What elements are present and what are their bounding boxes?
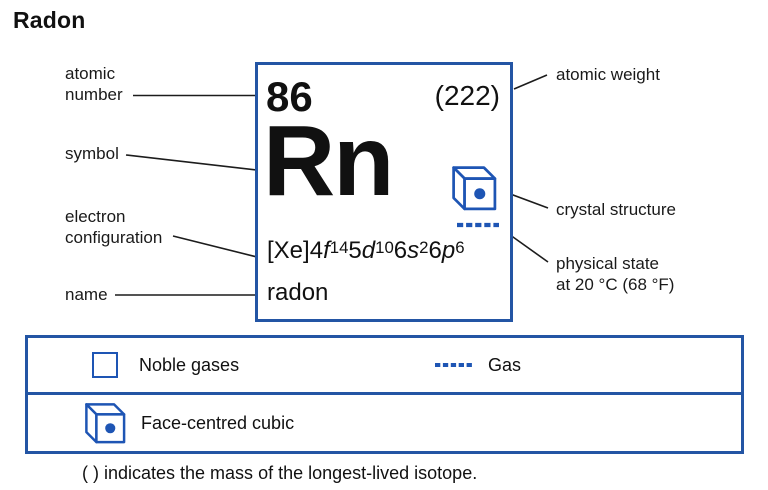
name-label: name [65, 285, 108, 304]
noble-gases-label: Noble gases [139, 354, 240, 375]
element-symbol: Rn [263, 105, 394, 217]
legend: Noble gases Gas Face-centred [25, 335, 744, 454]
atomic-number-label: atomic number [65, 64, 123, 104]
physical-state-label: physical state at 20 °C (68 °F) [556, 254, 675, 294]
isotope-mass-note: ( ) indicates the mass of the longest-li… [82, 463, 478, 483]
atomic-weight-line [513, 74, 548, 90]
legend-row-category: Noble gases Gas [28, 338, 741, 395]
electron-configuration-value: [Xe]4f145d106s26p6 [267, 237, 465, 264]
symbol-label: symbol [65, 144, 119, 163]
crystal-structure-label: crystal structure [556, 200, 676, 219]
atomic-weight-value: (222) [434, 80, 500, 111]
atomic-weight-label: atomic weight [556, 65, 660, 84]
gas-state-dashes-icon [457, 222, 499, 228]
electron-configuration-line [172, 235, 258, 258]
atomic-number-value: 86 [266, 73, 313, 120]
gas-dashes-icon [435, 363, 472, 367]
element-card: 86 (222) Rn [Xe]4f145d106s26p6 radon [255, 62, 513, 322]
noble-gases-swatch-icon [92, 352, 118, 378]
crystal-structure-cube-icon [452, 166, 497, 211]
element-name: radon [267, 279, 329, 306]
face-centred-cubic-label: Face-centred cubic [141, 412, 295, 433]
legend-row-crystal: Face-centred cubic [28, 395, 741, 451]
electron-configuration-label: electron configuration [65, 207, 163, 247]
page-title: Radon [13, 7, 86, 33]
face-centred-cubic-icon [84, 402, 126, 444]
gas-legend-group: Gas [434, 338, 521, 392]
gas-label: Gas [488, 354, 522, 375]
symbol-line [125, 154, 258, 171]
